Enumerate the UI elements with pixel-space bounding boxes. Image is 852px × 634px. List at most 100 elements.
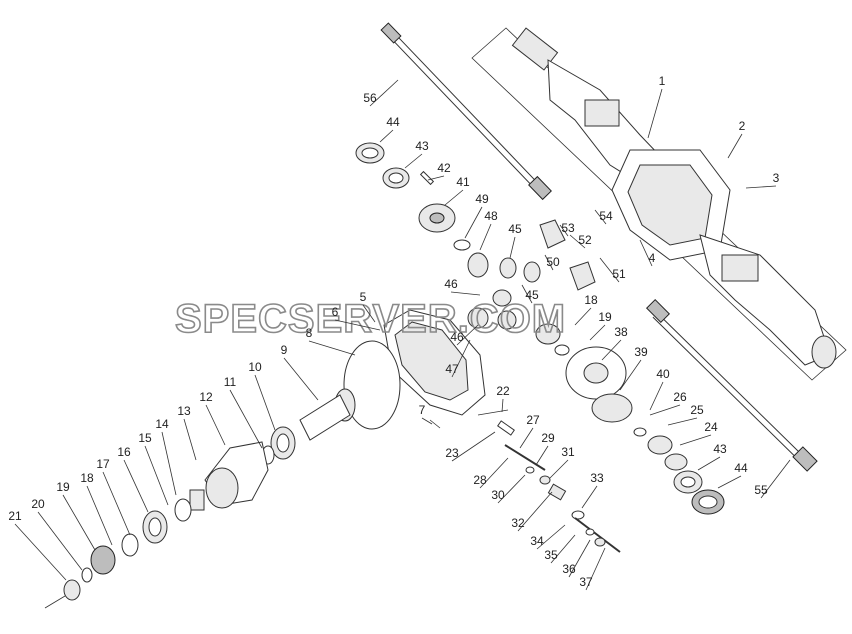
leader-line bbox=[456, 324, 479, 346]
leader-line bbox=[649, 404, 681, 416]
callout-26: 26 bbox=[673, 390, 687, 404]
callout-4: 4 bbox=[649, 251, 656, 265]
leader-line bbox=[479, 223, 492, 251]
callout-36: 36 bbox=[562, 562, 576, 576]
callout-12: 12 bbox=[199, 390, 213, 404]
leader-line bbox=[362, 304, 376, 323]
leader-line bbox=[585, 547, 606, 591]
callout-47: 47 bbox=[445, 362, 459, 376]
differential-gears bbox=[467, 219, 596, 356]
leader-line bbox=[379, 129, 394, 143]
callout-27: 27 bbox=[526, 413, 540, 427]
leader-line bbox=[369, 79, 399, 107]
leader-line bbox=[464, 206, 483, 239]
leader-line bbox=[14, 523, 67, 581]
leader-line bbox=[444, 189, 464, 206]
callout-1: 1 bbox=[659, 74, 666, 88]
callout-52: 52 bbox=[578, 233, 592, 247]
callout-35: 35 bbox=[544, 548, 558, 562]
callout-50: 50 bbox=[546, 255, 560, 269]
callout-43: 43 bbox=[415, 139, 429, 153]
right-bearing-group bbox=[565, 346, 725, 515]
leader-line bbox=[183, 418, 197, 461]
callout-43: 43 bbox=[713, 442, 727, 456]
callout-10: 10 bbox=[248, 360, 262, 374]
leader-line bbox=[697, 456, 721, 471]
callout-31: 31 bbox=[561, 445, 575, 459]
leader-line bbox=[497, 474, 526, 504]
leader-line bbox=[283, 357, 319, 401]
callout-33: 33 bbox=[590, 471, 604, 485]
leader-line bbox=[760, 459, 791, 499]
leader-lines bbox=[14, 79, 791, 591]
callout-25: 25 bbox=[690, 403, 704, 417]
callout-44: 44 bbox=[734, 461, 748, 475]
callout-46: 46 bbox=[450, 330, 464, 344]
callout-5: 5 bbox=[360, 290, 367, 304]
leader-line bbox=[521, 284, 533, 304]
leader-line bbox=[62, 494, 96, 551]
callout-16: 16 bbox=[117, 445, 131, 459]
leader-line bbox=[421, 417, 433, 425]
callout-20: 20 bbox=[31, 497, 45, 511]
leader-line bbox=[427, 175, 445, 181]
leader-line bbox=[254, 374, 276, 431]
callout-19: 19 bbox=[56, 480, 70, 494]
leader-line bbox=[519, 427, 534, 449]
leader-line bbox=[450, 291, 481, 296]
leader-line bbox=[102, 471, 131, 536]
callout-46: 46 bbox=[444, 277, 458, 291]
callout-48: 48 bbox=[484, 209, 498, 223]
leader-line bbox=[568, 539, 591, 578]
small-parts-column bbox=[477, 409, 621, 553]
leader-line bbox=[619, 359, 642, 391]
callout-29: 29 bbox=[541, 431, 555, 445]
leader-line bbox=[569, 234, 586, 249]
callout-13: 13 bbox=[177, 404, 191, 418]
callout-labels: 1234567891011121314151617181819192021222… bbox=[8, 74, 779, 589]
leader-line bbox=[550, 534, 576, 564]
callout-15: 15 bbox=[138, 431, 152, 445]
leader-line bbox=[649, 381, 664, 411]
callout-53: 53 bbox=[561, 221, 575, 235]
leader-line bbox=[123, 459, 149, 513]
leader-line bbox=[639, 239, 653, 267]
leader-line bbox=[229, 389, 263, 449]
leader-line bbox=[667, 417, 698, 426]
leader-line bbox=[404, 153, 423, 169]
callout-56: 56 bbox=[363, 91, 377, 105]
axle-housing bbox=[471, 27, 847, 381]
callout-34: 34 bbox=[530, 534, 544, 548]
callout-38: 38 bbox=[614, 325, 628, 339]
callout-9: 9 bbox=[281, 343, 288, 357]
callout-54: 54 bbox=[599, 209, 613, 223]
leader-line bbox=[727, 133, 743, 159]
callout-3: 3 bbox=[773, 171, 780, 185]
leader-line bbox=[601, 339, 622, 361]
leader-line bbox=[86, 485, 113, 546]
callout-8: 8 bbox=[306, 326, 313, 340]
leader-line bbox=[479, 457, 509, 489]
carrier-housing bbox=[383, 309, 486, 429]
callout-22: 22 bbox=[496, 384, 510, 398]
leader-line bbox=[574, 307, 592, 326]
callout-30: 30 bbox=[491, 488, 505, 502]
callout-32: 32 bbox=[511, 516, 525, 530]
callout-42: 42 bbox=[437, 161, 451, 175]
callout-18: 18 bbox=[584, 293, 598, 307]
leader-line bbox=[581, 485, 598, 509]
leader-line bbox=[745, 185, 777, 189]
callout-55: 55 bbox=[754, 483, 768, 497]
leader-line bbox=[308, 340, 356, 356]
leader-line bbox=[37, 511, 83, 571]
half-shaft-56 bbox=[380, 22, 552, 201]
callout-45: 45 bbox=[508, 222, 522, 236]
leader-line bbox=[451, 431, 496, 462]
callout-39: 39 bbox=[634, 345, 648, 359]
callout-14: 14 bbox=[155, 417, 169, 431]
callout-7: 7 bbox=[419, 403, 426, 417]
callout-41: 41 bbox=[456, 175, 470, 189]
leader-line bbox=[589, 324, 606, 341]
